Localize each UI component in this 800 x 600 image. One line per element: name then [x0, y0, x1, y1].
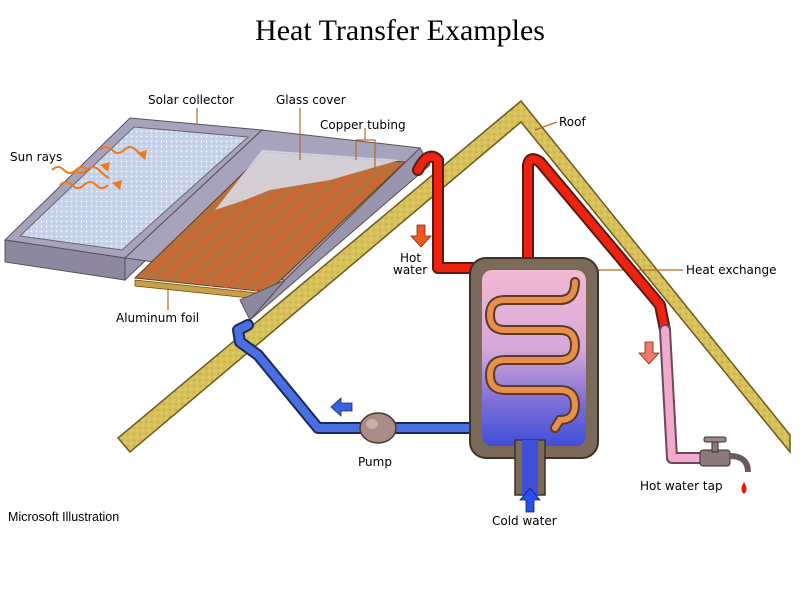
flow-arrow-hot-water: [410, 224, 432, 248]
label-copper-tubing: Copper tubing: [320, 118, 406, 132]
label-solar-collector: Solar collector: [148, 93, 234, 107]
hot-water-tap: [699, 436, 751, 494]
flow-arrow-hot-tap: [638, 341, 660, 365]
credit-text: Microsoft Illustration: [8, 510, 120, 524]
label-sun-rays: Sun rays: [10, 150, 62, 164]
flow-arrow-return: [330, 397, 353, 417]
diagram-title: Heat Transfer Examples: [255, 14, 545, 47]
label-hot: Hot: [400, 251, 421, 265]
flow-arrow-cold-water: [519, 487, 541, 513]
label-heat-exchange: Heat exchange: [686, 263, 777, 277]
label-aluminum-foil: Aluminum foil: [116, 311, 199, 325]
pump: [359, 412, 397, 444]
solar-collector: [3, 117, 431, 321]
heat-exchanger-coil: [484, 277, 581, 433]
label-hot-water-tap: Hot water tap: [640, 479, 723, 493]
sun-ray-arrowheads: [100, 150, 147, 190]
label-pump: Pump: [358, 455, 392, 469]
label-cold-water: Cold water: [492, 514, 557, 528]
copper-tubing: [149, 159, 386, 292]
label-roof: Roof: [559, 115, 586, 129]
roof: [116, 99, 791, 455]
label-water: water: [393, 263, 427, 277]
label-glass-cover: Glass cover: [276, 93, 346, 107]
